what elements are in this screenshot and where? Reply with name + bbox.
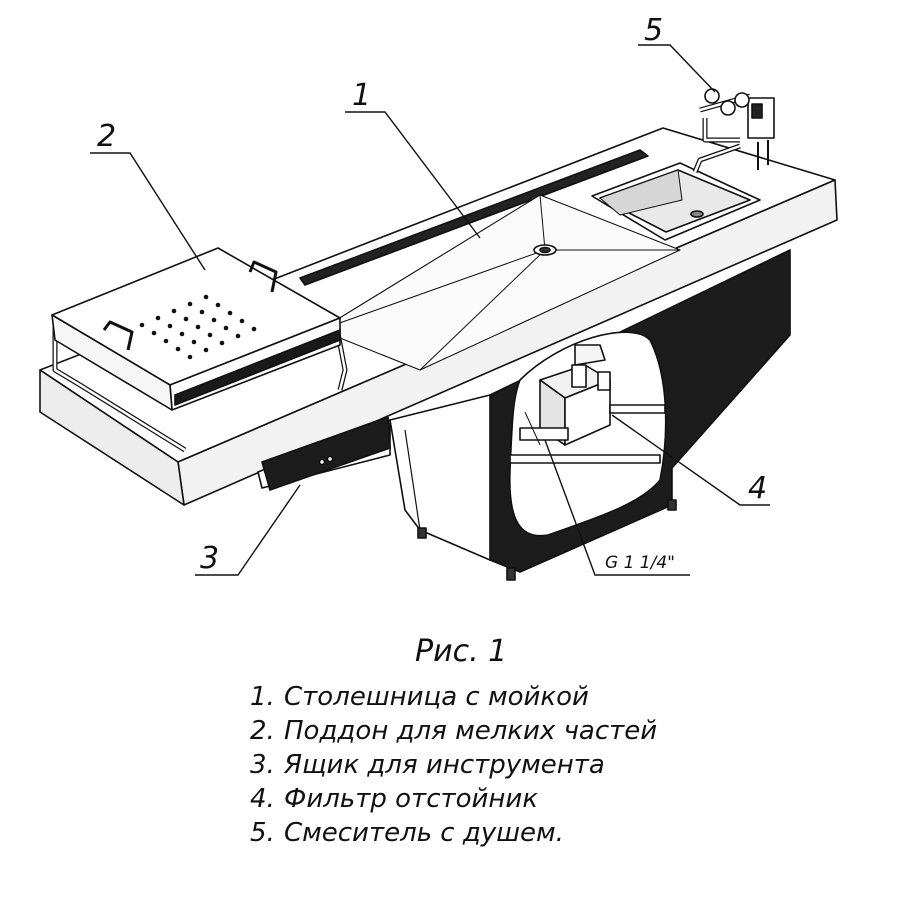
- tray-handle: [102, 320, 134, 351]
- dissection-table: [39, 88, 838, 581]
- leader-line-1: [345, 111, 481, 239]
- pedestal-front: [389, 394, 491, 561]
- settler-filter: [509, 344, 666, 464]
- callout-3: 3: [200, 541, 219, 576]
- callout-5: 5: [644, 13, 663, 48]
- legend-item-5: 5.Смеситель с душем.: [250, 818, 564, 848]
- tray-handle: [248, 260, 278, 293]
- tabletop-left-edge: [39, 369, 185, 506]
- leader-line-2: [90, 152, 206, 271]
- leader-line-3: [195, 484, 301, 576]
- leader-line-thread: [544, 439, 690, 576]
- legend-item-3: 3.Ящик для инструмента: [250, 750, 605, 780]
- foot: [506, 567, 516, 581]
- callout-4: 4: [748, 471, 767, 506]
- back-rim: [299, 149, 649, 286]
- leader-line-4: [611, 414, 770, 506]
- figure-caption: Рис. 1 1.Столешница с мойкой 2.Поддон дл…: [250, 630, 810, 850]
- legend-item-1: 1.Столешница с мойкой: [250, 682, 589, 712]
- figure-title: Рис. 1: [415, 634, 508, 669]
- callout-1: 1: [352, 78, 371, 113]
- tool-drawer: [257, 416, 391, 491]
- callout-2: 2: [97, 119, 116, 154]
- small-parts-tray: [51, 247, 348, 453]
- legend-item-2: 2.Поддон для мелких частей: [250, 716, 658, 746]
- foot: [417, 527, 427, 539]
- mixer-faucet: [692, 88, 775, 173]
- foot: [667, 499, 677, 511]
- legend-item-4: 4.Фильтр отстойник: [250, 784, 539, 814]
- thread-size-label: G 1 1/4": [605, 553, 675, 573]
- leader-lines: [90, 44, 770, 576]
- leader-line-5: [638, 44, 716, 93]
